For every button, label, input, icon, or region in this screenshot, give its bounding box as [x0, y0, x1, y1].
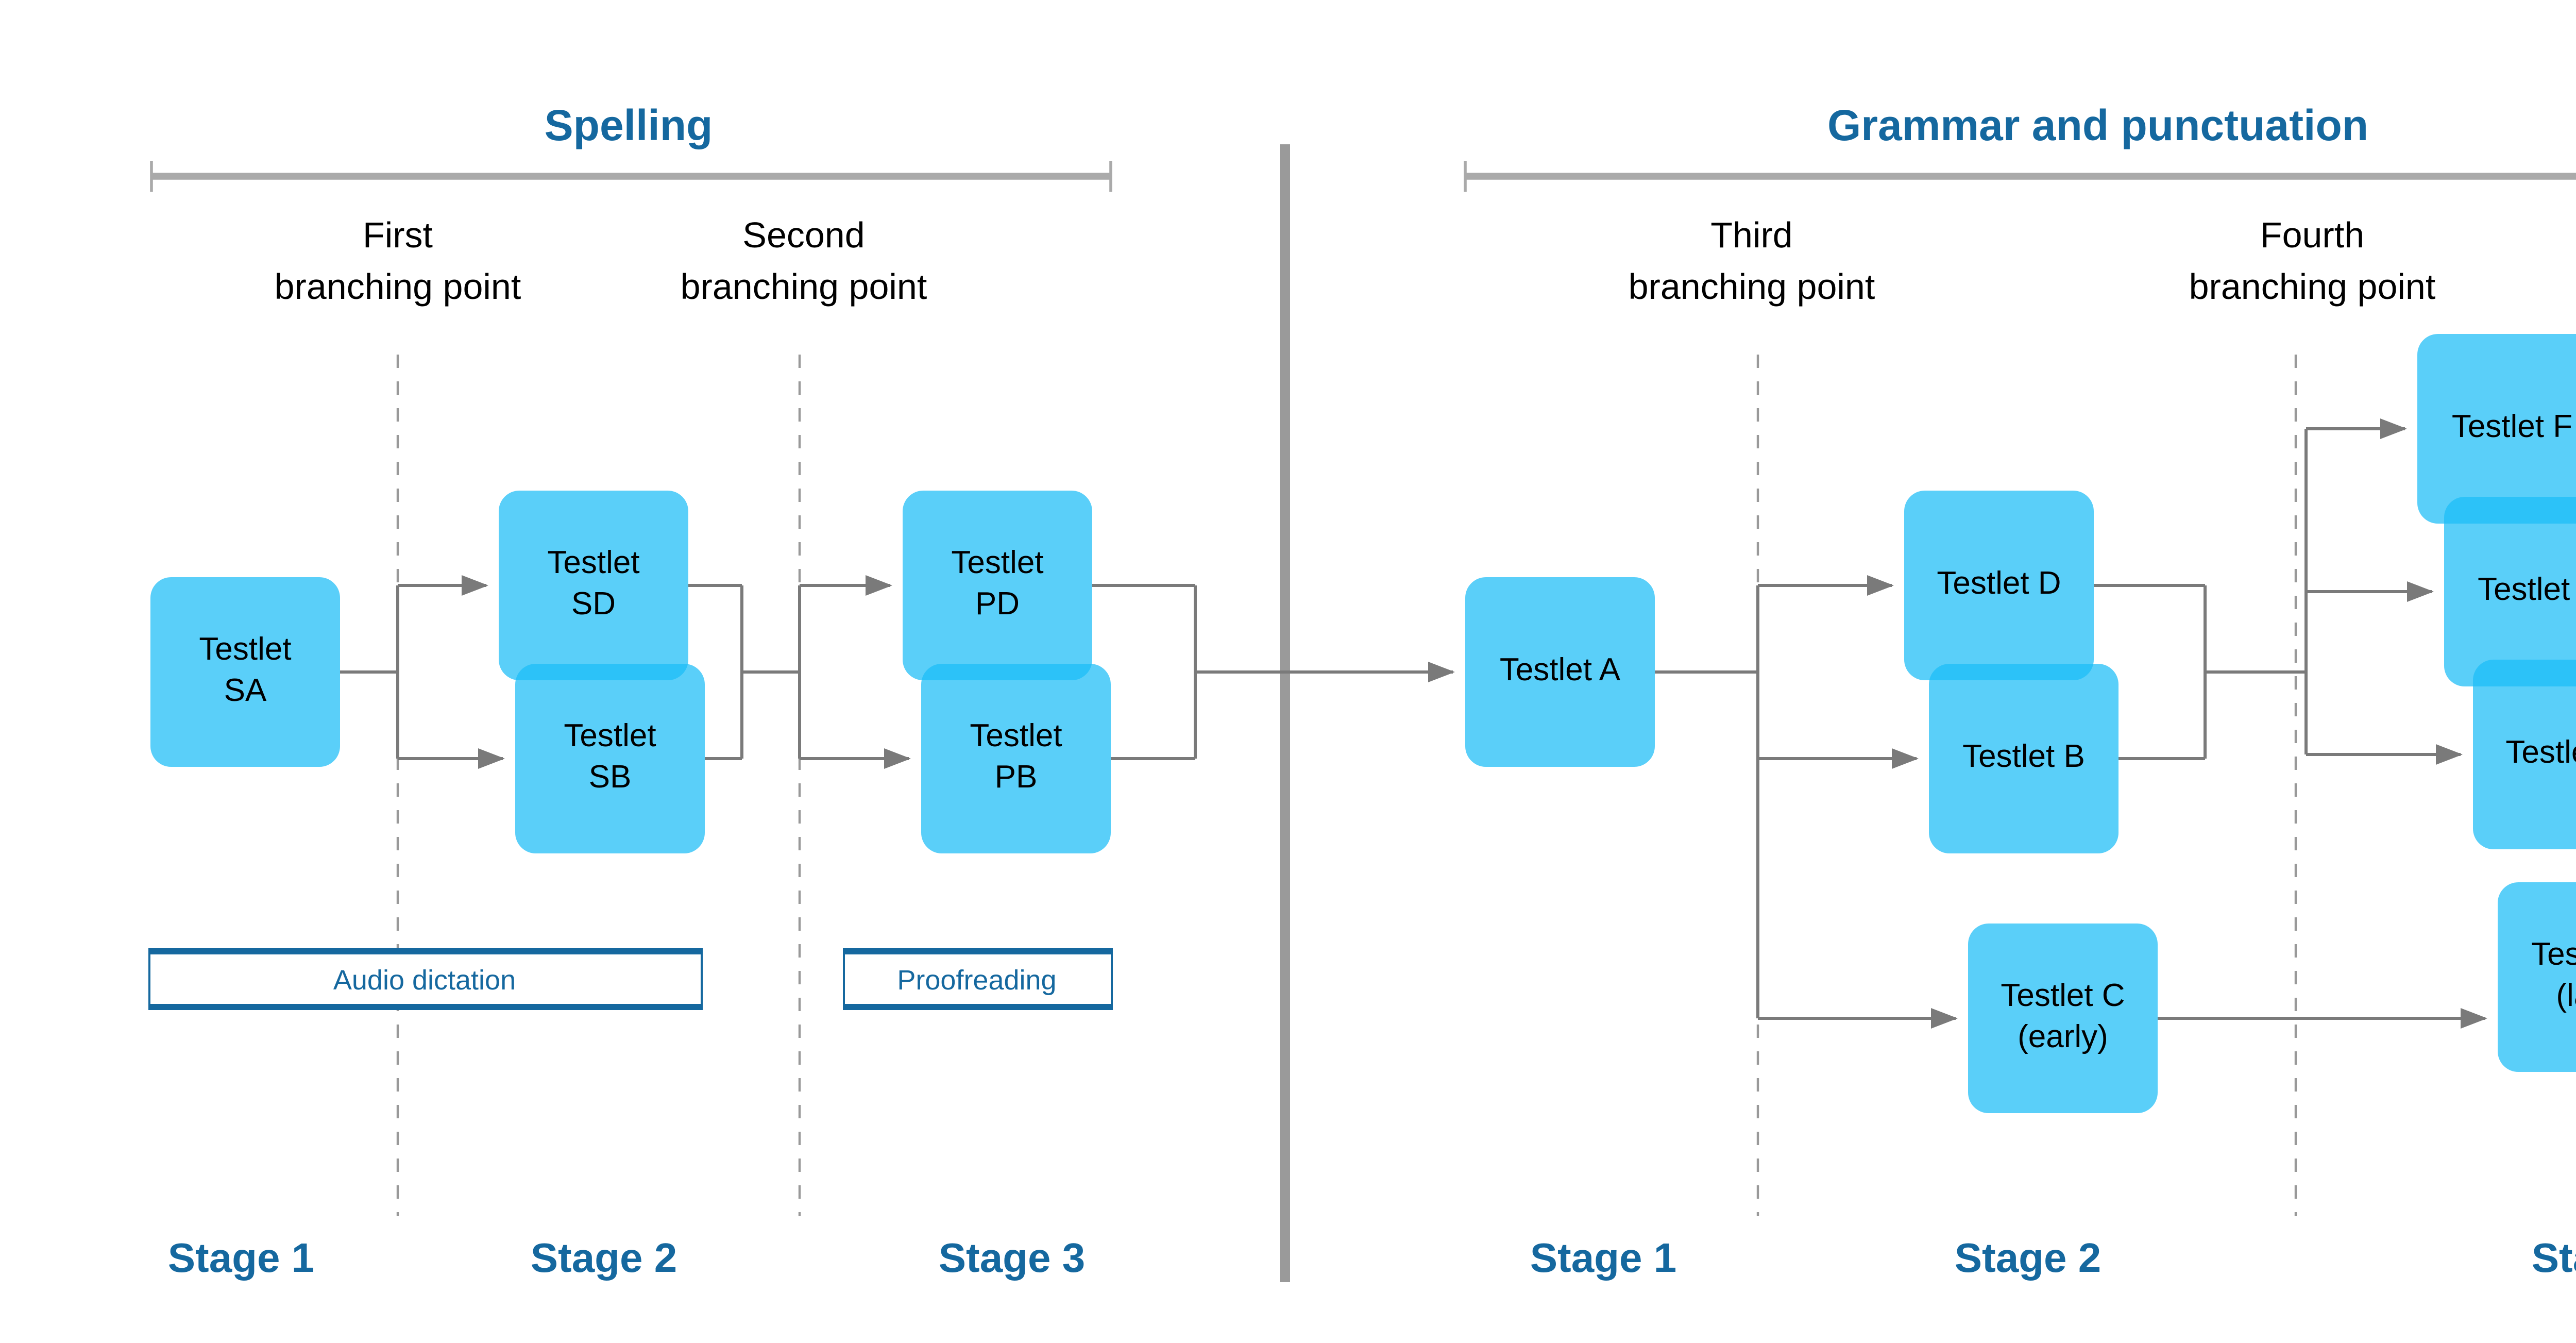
connector-lines	[340, 418, 2487, 1029]
testlet-box-sb: Testlet SB	[515, 664, 705, 853]
section-divider-line	[1280, 144, 1290, 1282]
testlet-box-c-early: Testlet C (early)	[1968, 924, 2158, 1113]
testlet-box-e: Testlet E	[2444, 497, 2576, 686]
spelling-stage-1-label: Stage 1	[167, 1237, 315, 1282]
proofreading-box: Proofreading	[842, 948, 1112, 1010]
testlet-box-f: Testlet F	[2417, 334, 2576, 524]
first-branching-point-label: First branching point	[274, 214, 521, 308]
fourth-branching-point-label: Fourth branching point	[2189, 214, 2436, 308]
testlet-box-pd: Testlet PD	[903, 491, 1092, 680]
grammar-stage-3-label: Stage 3	[2531, 1237, 2576, 1282]
testlet-box-d: Testlet D	[1904, 491, 2094, 680]
testlet-box-c: Testlet C	[2473, 660, 2576, 849]
testlet-box-b: Testlet B	[1929, 664, 2119, 853]
grammar-stage-2-label: Stage 2	[1954, 1237, 2102, 1282]
spelling-stage-2-label: Stage 2	[530, 1237, 677, 1282]
audio-dictation-box: Audio dictation	[147, 948, 702, 1010]
spelling-stage-3-label: Stage 3	[938, 1237, 1086, 1282]
testlet-box-a: Testlet A	[1465, 577, 1655, 767]
second-branching-point-label: Second branching point	[680, 214, 927, 308]
testlet-box-pb: Testlet PB	[921, 664, 1111, 853]
testlet-box-sa: Testlet SA	[150, 577, 340, 767]
testlet-box-b-late: Testlet B (late)	[2498, 882, 2576, 1072]
spelling-bracket	[150, 161, 1112, 192]
grammar-section-title: Grammar and punctuation	[1827, 103, 2369, 150]
testlet-box-sd: Testlet SD	[499, 491, 688, 680]
third-branching-point-label: Third branching point	[1628, 214, 1875, 308]
grammar-stage-1-label: Stage 1	[1530, 1237, 1677, 1282]
spelling-section-title: Spelling	[544, 103, 713, 150]
grammar-bracket	[1464, 161, 2576, 192]
